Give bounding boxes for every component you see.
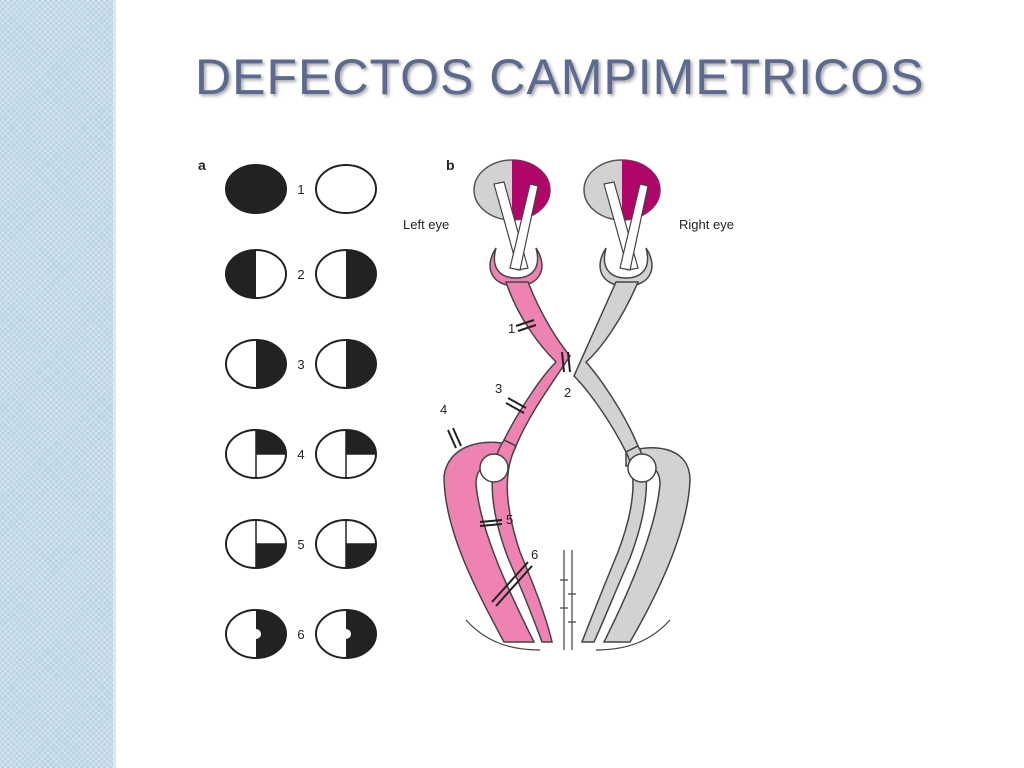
field-left-5-loss bbox=[256, 544, 286, 568]
defect-number-4: 4 bbox=[297, 447, 304, 462]
field-pair-3: 3 bbox=[225, 339, 377, 389]
field-pair-6: 6 bbox=[225, 609, 377, 659]
macular-sparing-right bbox=[341, 629, 351, 639]
lesion-number-1: 1 bbox=[508, 321, 515, 336]
panel-b-label: b bbox=[446, 157, 455, 173]
field-pair-4: 4 bbox=[225, 429, 377, 479]
slide-title: DEFECTOS CAMPIMETRICOS bbox=[195, 49, 925, 105]
sidebar-divider bbox=[113, 0, 116, 768]
lesion-number-4: 4 bbox=[440, 402, 447, 417]
field-pair-1: 1 bbox=[225, 164, 377, 214]
visual-field-defects-figure: a 1 2 3 4 5 bbox=[190, 150, 760, 670]
defect-number-1: 1 bbox=[297, 182, 304, 197]
field-left-1 bbox=[225, 164, 287, 214]
field-right-3-loss bbox=[346, 340, 376, 388]
left-eye-label: Left eye bbox=[403, 217, 449, 232]
left-retina bbox=[489, 247, 543, 287]
right-retina bbox=[599, 247, 653, 287]
occipital-cortex bbox=[465, 550, 671, 651]
defect-number-2: 2 bbox=[297, 267, 304, 282]
defect-number-5: 5 bbox=[297, 537, 304, 552]
decorative-sidebar bbox=[0, 0, 113, 768]
field-pair-2: 2 bbox=[225, 249, 377, 299]
field-left-4-loss bbox=[256, 430, 286, 454]
defect-number-6: 6 bbox=[297, 627, 304, 642]
figure-svg: a 1 2 3 4 5 bbox=[198, 157, 734, 659]
lesion-number-5: 5 bbox=[506, 512, 513, 527]
affected-pathway bbox=[443, 281, 571, 643]
panel-a-label: a bbox=[198, 157, 206, 173]
field-right-6-loss bbox=[346, 610, 376, 658]
projection-rays bbox=[493, 181, 649, 271]
lesion-number-2: 2 bbox=[564, 385, 571, 400]
field-left-3-loss bbox=[256, 340, 286, 388]
field-left-2-loss bbox=[226, 250, 256, 298]
field-right-1 bbox=[315, 164, 377, 214]
right-eye-label: Right eye bbox=[679, 217, 734, 232]
field-right-4-loss bbox=[346, 430, 376, 454]
field-pair-5: 5 bbox=[225, 519, 377, 569]
field-left-6-loss bbox=[256, 610, 286, 658]
field-right-5-loss bbox=[346, 544, 376, 568]
lesion-number-6: 6 bbox=[531, 547, 538, 562]
lesion-markers bbox=[447, 319, 571, 607]
normal-pathway bbox=[573, 281, 691, 643]
macular-sparing-left bbox=[251, 629, 261, 639]
defect-number-3: 3 bbox=[297, 357, 304, 372]
lesion-number-3: 3 bbox=[495, 381, 502, 396]
field-right-2-loss bbox=[346, 250, 376, 298]
